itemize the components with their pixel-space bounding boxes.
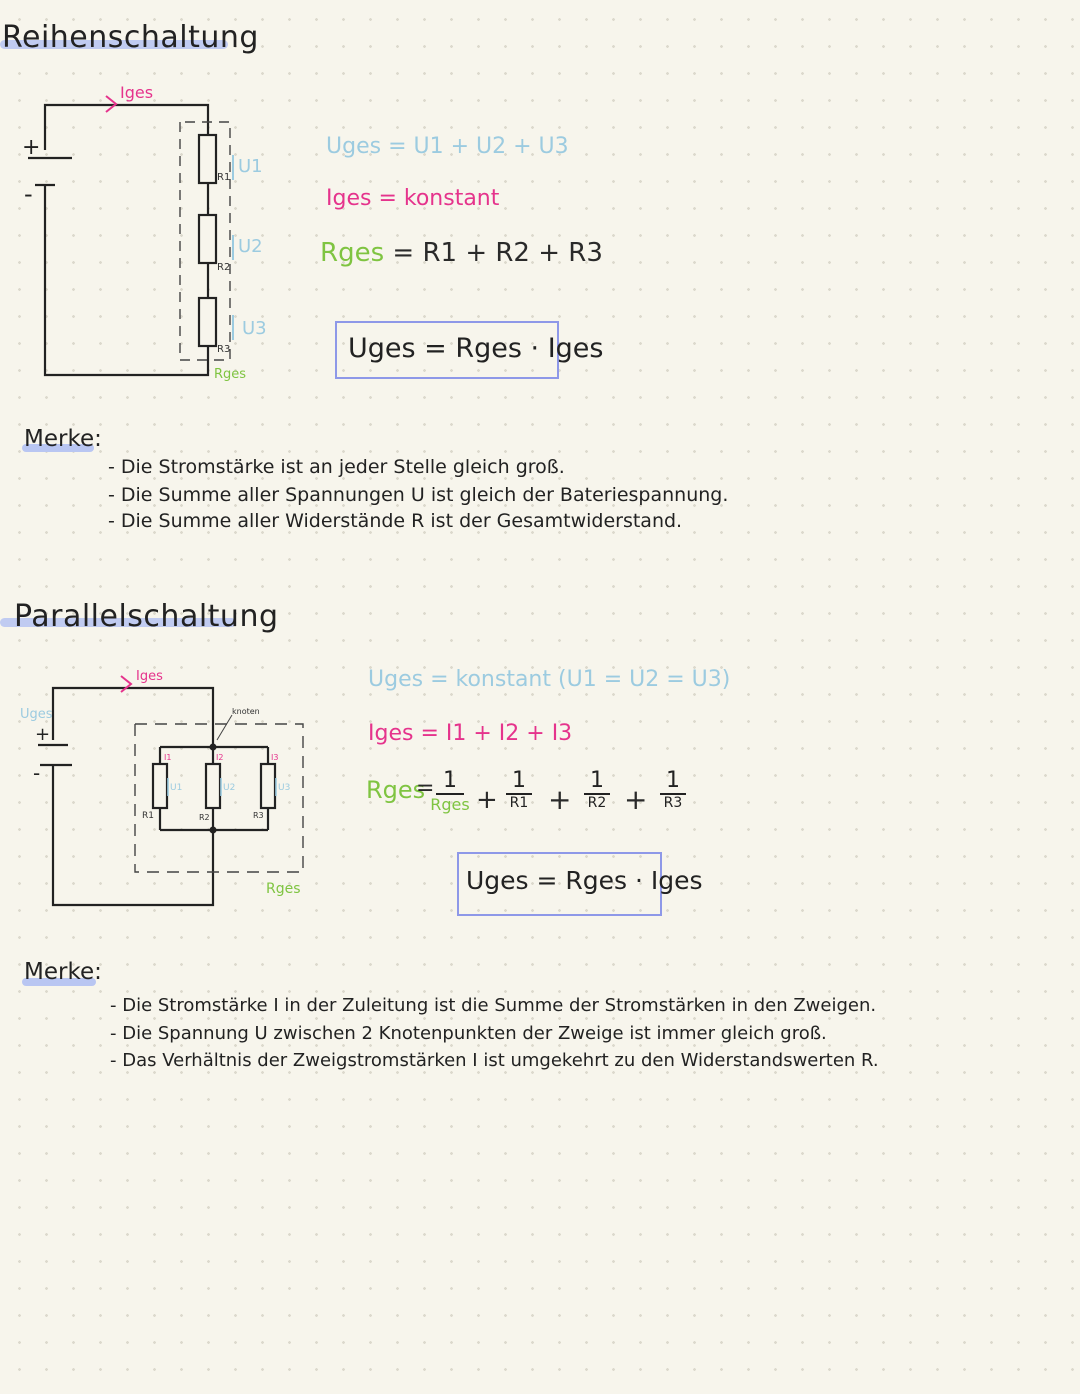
parallel-ohm-formula: Uges = Rges · Iges <box>466 866 703 895</box>
current-label-iges: Iges <box>120 83 153 102</box>
battery-plus: + <box>22 135 40 160</box>
u2-label: U2 <box>223 783 235 793</box>
series-ohm-formula: Uges = Rges · Iges <box>348 333 604 364</box>
uges-label: Uges <box>20 707 53 722</box>
heading-highlight <box>0 618 236 627</box>
series-merke-title: Merke: <box>24 426 102 452</box>
r3-label: R3 <box>217 344 230 355</box>
parallel-rges-eq: = <box>416 776 435 801</box>
r2-label: R2 <box>199 813 210 822</box>
section-heading-parallel: Parallelschaltung <box>14 599 279 634</box>
plus-sign: + <box>624 783 648 816</box>
battery-minus: - <box>24 180 33 208</box>
fraction-r2: 1 R2 <box>580 768 614 811</box>
parallel-merke-title: Merke: <box>24 959 102 985</box>
series-merke-item-2: - Die Summe aller Spannungen U ist gleic… <box>108 484 729 506</box>
fraction-r3: 1 R3 <box>656 768 690 811</box>
heading-highlight <box>0 40 228 49</box>
series-circuit-diagram: + - Iges R1 R2 R3 U1 U2 U3 Rges <box>22 83 267 382</box>
series-merke-item-3: - Die Summe aller Widerstände R ist der … <box>108 510 683 532</box>
battery-plus: + <box>35 724 50 745</box>
parallel-rges-lhs: Rges <box>366 776 426 804</box>
fraction-r1: 1 R1 <box>502 768 536 811</box>
fraction-rges: 1 Rges <box>430 768 470 814</box>
u3-label: U3 <box>278 783 290 793</box>
parallel-ohm-box <box>457 852 662 916</box>
rges-label: Rges <box>214 367 246 382</box>
section-heading-series: Reihenschaltung <box>2 20 259 55</box>
plus-sign: + <box>548 783 572 816</box>
parallel-merke-item-3: - Das Verhältnis der Zweigstromstärken I… <box>110 1050 879 1071</box>
parallel-circuit-diagram: Uges + - Iges knoten I1 I2 I3 U1 U2 U3 R… <box>20 669 304 907</box>
knoten-label: knoten <box>232 707 260 716</box>
i3-label: I3 <box>271 753 278 762</box>
u3-label: U3 <box>242 318 267 339</box>
series-formula-uges: Uges = U1 + U2 + U3 <box>326 134 569 159</box>
parallel-merke-item-2: - Die Spannung U zwischen 2 Knotenpunkte… <box>110 1023 827 1044</box>
battery-minus: - <box>33 761 40 785</box>
merke-highlight <box>22 978 96 986</box>
r3-label: R3 <box>253 811 264 820</box>
r2-label: R2 <box>217 262 230 273</box>
merke-highlight <box>22 444 94 452</box>
parallel-formula-uges: Uges = konstant (U1 = U2 = U3) <box>368 667 731 692</box>
r1-label: R1 <box>142 811 154 821</box>
plus-sign: + <box>476 785 498 815</box>
parallel-merke-item-1: - Die Stromstärke I in der Zuleitung ist… <box>110 995 877 1016</box>
u1-label: U1 <box>170 783 182 793</box>
r1-label: R1 <box>217 172 230 183</box>
series-ohm-box <box>335 321 559 379</box>
u2-label: U2 <box>238 236 263 257</box>
u1-label: U1 <box>238 156 263 177</box>
series-merke-item-1: - Die Stromstärke ist an jeder Stelle gl… <box>108 456 565 478</box>
i2-label: I2 <box>216 753 223 762</box>
parallel-formula-iges: Iges = I1 + I2 + I3 <box>368 721 573 746</box>
series-formula-iges: Iges = konstant <box>326 186 500 211</box>
series-formula-rges: Rges = R1 + R2 + R3 <box>320 238 603 268</box>
i1-label: I1 <box>164 753 171 762</box>
current-label-iges: Iges <box>136 669 163 684</box>
rges-label: Rges <box>266 881 301 897</box>
